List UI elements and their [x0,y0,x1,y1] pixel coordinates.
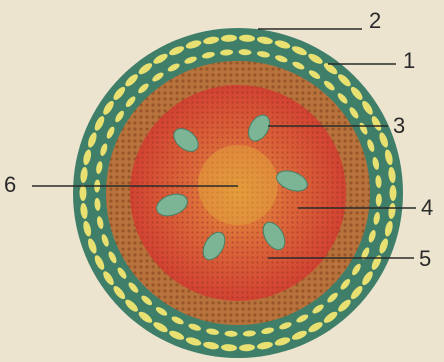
ring-cell [80,185,87,201]
label-2: 2 [369,8,381,33]
label-1: 1 [403,48,415,73]
ring-cell [390,185,397,201]
inner-tissue [130,85,346,301]
label-5: 5 [419,246,431,271]
label-4: 4 [421,195,433,220]
label-6: 6 [4,172,16,197]
label-3: 3 [393,113,405,138]
